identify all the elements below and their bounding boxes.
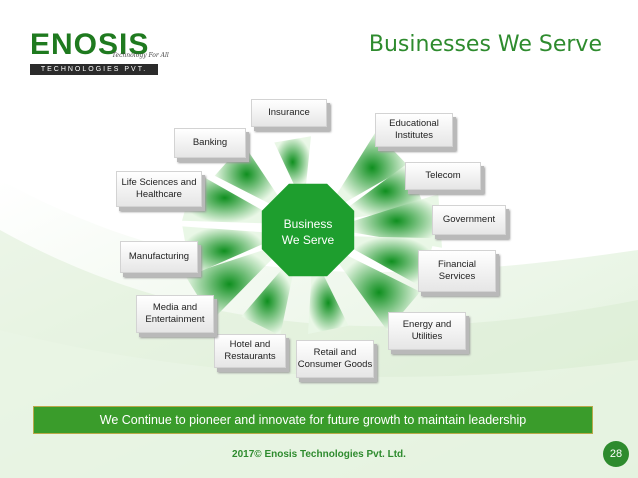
ray-3 bbox=[351, 194, 442, 248]
enosis-logo: ENOSIS Technology For All TECHNOLOGIES P… bbox=[30, 28, 170, 84]
ray-5 bbox=[337, 254, 421, 331]
page-title: Businesses We Serve bbox=[368, 32, 602, 57]
segment-box: Insurance bbox=[251, 99, 327, 127]
ray-9 bbox=[182, 226, 266, 276]
page-number-badge: 28 bbox=[603, 441, 629, 467]
logo-band: TECHNOLOGIES PVT. LTD. bbox=[30, 64, 158, 84]
segment-box: Manufacturing bbox=[120, 241, 198, 273]
logo-tagline: Technology For All bbox=[112, 52, 169, 59]
ray-11 bbox=[214, 143, 279, 205]
ray-4 bbox=[348, 236, 435, 287]
segment-box: Hotel and Restaurants bbox=[214, 334, 286, 368]
segment-box: Retail and Consumer Goods bbox=[296, 340, 374, 378]
ray-6 bbox=[308, 271, 349, 334]
segment-box: Energy and Utilities bbox=[388, 312, 466, 350]
segment-box: Government bbox=[432, 205, 506, 235]
ray-7 bbox=[241, 266, 294, 336]
tagline-banner: We Continue to pioneer and innovate for … bbox=[33, 406, 593, 434]
segment-box: Financial Services bbox=[418, 250, 496, 292]
segment-box: Telecom bbox=[405, 162, 481, 190]
center-octagon bbox=[261, 183, 355, 277]
segment-box: Media and Entertainment bbox=[136, 295, 214, 333]
ray-0 bbox=[274, 136, 311, 188]
ray-1 bbox=[335, 132, 409, 204]
segment-box: Educational Institutes bbox=[375, 113, 453, 147]
segment-box: Banking bbox=[174, 128, 246, 158]
logo-wordmark: ENOSIS bbox=[30, 28, 150, 61]
segment-box: Life Sciences and Healthcare bbox=[116, 171, 202, 207]
footer-copyright: 2017© Enosis Technologies Pvt. Ltd. bbox=[232, 449, 406, 460]
ray-10 bbox=[182, 172, 268, 224]
center-label: Business We Serve bbox=[281, 217, 335, 247]
